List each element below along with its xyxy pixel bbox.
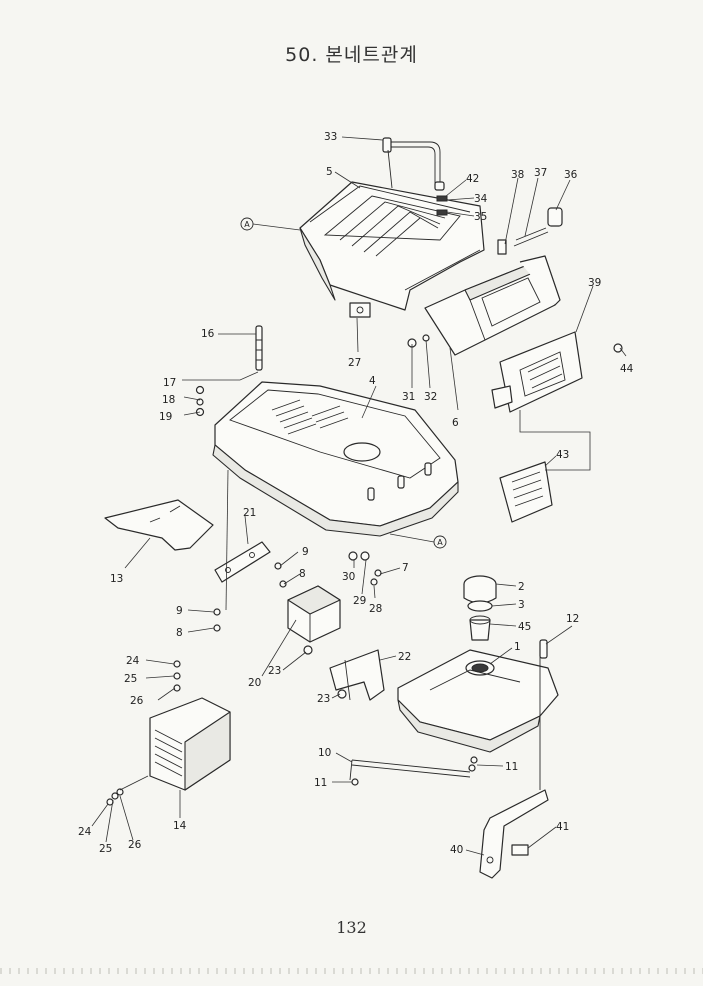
callout-25b: 25: [99, 843, 112, 855]
callout-1: 1: [514, 641, 521, 653]
part-small-grille: [499, 461, 553, 523]
callout-17: 17: [163, 377, 176, 389]
callout-18: 18: [162, 394, 175, 406]
callout-14: 14: [173, 820, 187, 832]
callout-9a: 9: [302, 546, 309, 558]
callout-8b: 8: [176, 627, 183, 639]
callout-23b: 23: [317, 693, 330, 705]
callout-45: 45: [518, 621, 531, 633]
callout-16: 16: [201, 328, 215, 340]
callout-39: 39: [588, 277, 601, 289]
callout-7: 7: [402, 562, 409, 574]
part-air-duct: [424, 255, 561, 356]
callout-33: 33: [324, 131, 337, 143]
hardware-fasteners: [106, 195, 623, 806]
part-handle-bar: [382, 137, 445, 191]
part-support-bracket: [329, 649, 385, 701]
part-side-grille-panel: [491, 331, 583, 413]
callout-28: 28: [369, 603, 382, 615]
part-bonnet: [212, 381, 459, 537]
callout-37: 37: [534, 167, 547, 179]
callout-38: 38: [511, 169, 524, 181]
callout-40: 40: [450, 844, 463, 856]
callout-44: 44: [620, 363, 634, 375]
callout-8a: 8: [299, 568, 306, 580]
callout-32: 32: [424, 391, 437, 403]
callout-4: 4: [369, 375, 376, 387]
page-title: 50. 본네트관계: [285, 44, 418, 66]
callout-5: 5: [326, 166, 333, 178]
reference-marker-a-bottom: A: [389, 533, 447, 549]
reference-marker-a-top: A: [240, 217, 301, 231]
callout-numbers: 33 5 42 34 35 38 37 36 39 44 16 17 18 19…: [78, 131, 634, 856]
callout-22: 22: [398, 651, 411, 663]
callout-11b: 11: [505, 761, 518, 773]
callout-26b: 26: [128, 839, 142, 851]
svg-text:A: A: [244, 220, 250, 229]
callout-19: 19: [159, 411, 172, 423]
callout-20: 20: [248, 677, 261, 689]
callout-35: 35: [474, 211, 487, 223]
page-number: 132: [336, 918, 367, 937]
callout-31: 31: [402, 391, 415, 403]
callout-24b: 24: [78, 826, 92, 838]
callout-24a: 24: [126, 655, 140, 667]
callout-10: 10: [318, 747, 331, 759]
callout-29: 29: [353, 595, 366, 607]
callout-25a: 25: [124, 673, 137, 685]
part-bracket-plate: [104, 499, 214, 551]
callout-30: 30: [342, 571, 355, 583]
callout-2: 2: [518, 581, 525, 593]
part-muffler: [287, 585, 341, 643]
callout-11a: 11: [314, 777, 327, 789]
callout-3: 3: [518, 599, 525, 611]
part-heat-shield: [149, 697, 231, 791]
callout-36: 36: [564, 169, 578, 181]
part-fuel-cap: [463, 575, 497, 641]
callout-23a: 23: [268, 665, 281, 677]
callout-42: 42: [466, 173, 479, 185]
callout-9b: 9: [176, 605, 183, 617]
callout-12: 12: [566, 613, 579, 625]
part-hinge-bracket: [214, 541, 271, 583]
callout-13: 13: [110, 573, 123, 585]
callout-21: 21: [243, 507, 256, 519]
callout-26a: 26: [130, 695, 144, 707]
callout-43: 43: [556, 449, 569, 461]
leader-lines: [91, 136, 627, 856]
svg-text:A: A: [437, 538, 443, 547]
callout-41: 41: [556, 821, 569, 833]
scan-noise-strip: [0, 968, 703, 974]
callout-34: 34: [474, 193, 488, 205]
part-fuel-tank: [397, 649, 559, 753]
callout-6: 6: [452, 417, 459, 429]
callout-27: 27: [348, 357, 361, 369]
part-tank-stay: [479, 650, 549, 879]
part-fuel-pipe: [349, 759, 476, 786]
part-latch-rod: [255, 325, 263, 371]
